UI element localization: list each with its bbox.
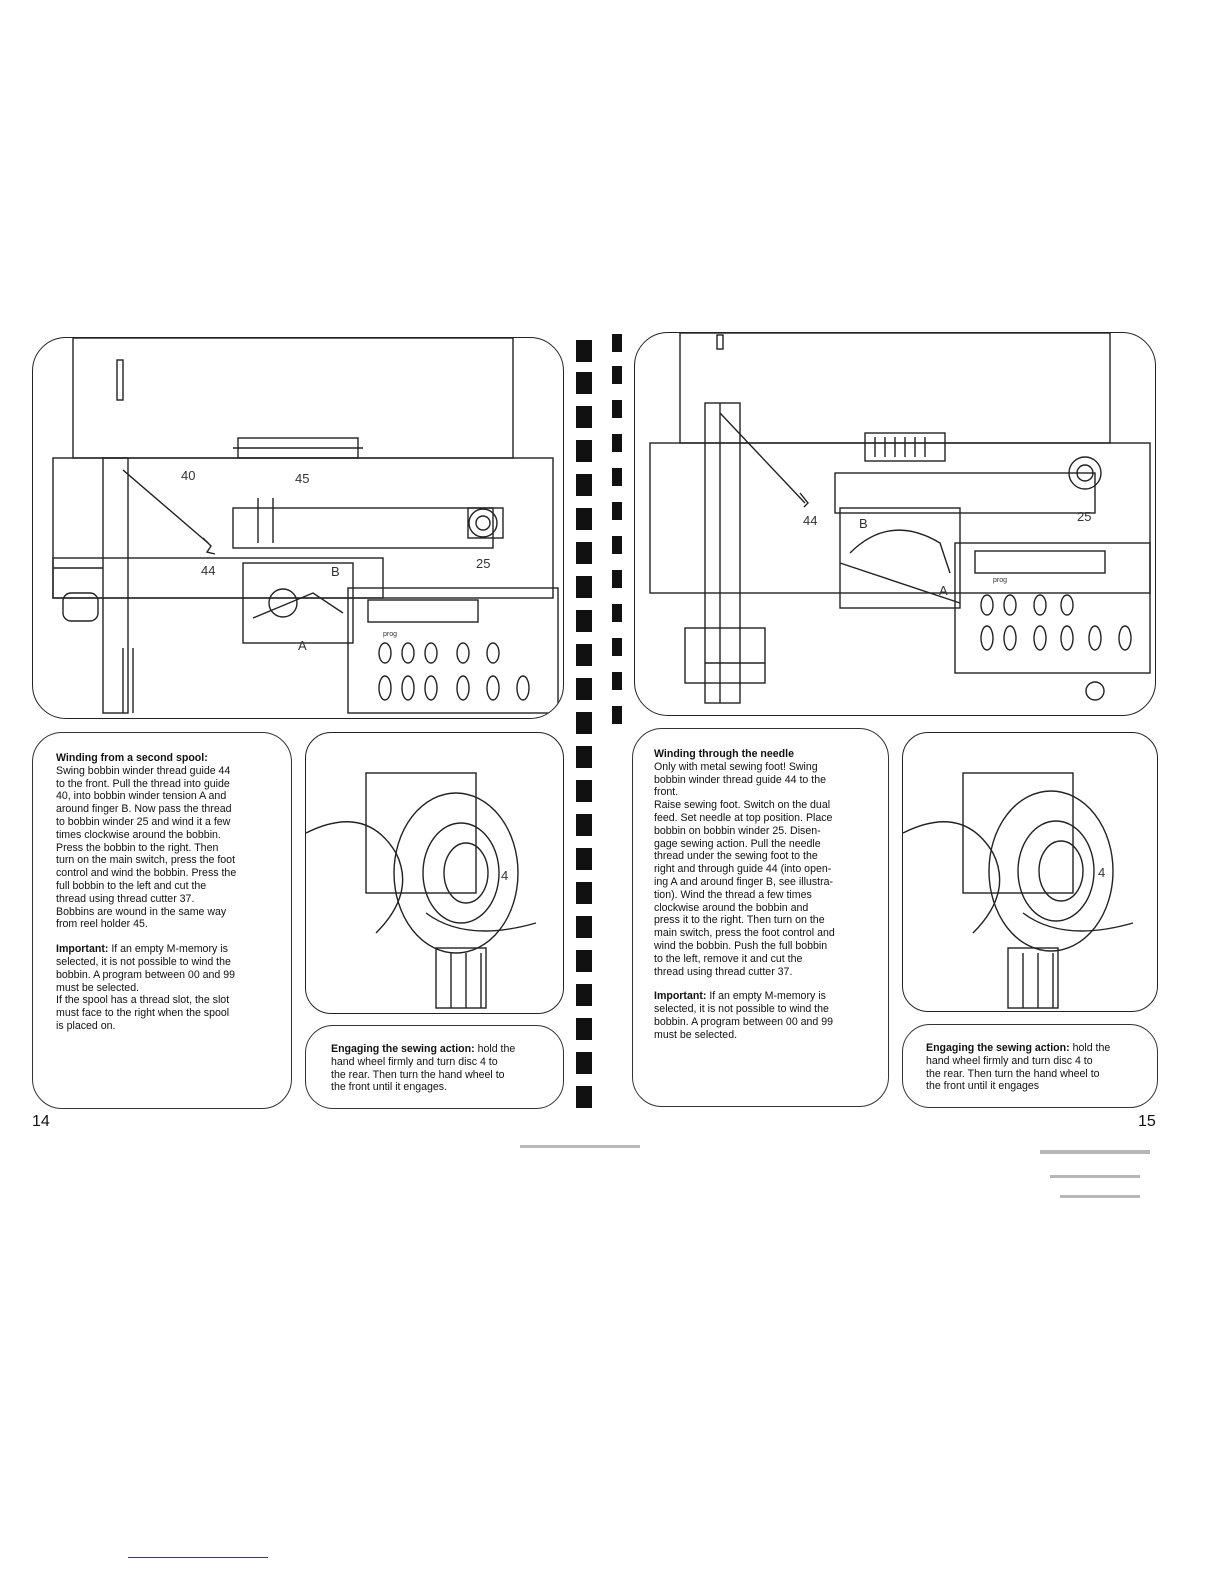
label-disc-4: 4 <box>501 868 509 883</box>
winding-through-needle-title: Winding through the needle <box>654 748 794 760</box>
left-handwheel-drawing <box>306 772 537 1009</box>
label-thread-guide-44: 44 <box>201 563 216 578</box>
spiral-binding <box>572 330 632 1130</box>
right-machine-drawing <box>649 333 1151 704</box>
label-prog: prog <box>383 631 398 638</box>
left-machine-drawing <box>52 338 559 714</box>
right-engage-caption: Engaging the sewing action: hold the han… <box>926 1042 1146 1093</box>
winding-through-needle-body: Only with metal sewing foot! Swing bobbi… <box>654 760 835 978</box>
winding-second-spool-title: Winding from a second spool: <box>56 752 208 764</box>
page-number-right: 15 <box>1138 1113 1156 1130</box>
label-finger-b: B <box>331 564 340 579</box>
winding-second-spool-body: Swing bobbin winder thread guide 44 to t… <box>56 764 237 931</box>
label-right-disc-4: 4 <box>1098 865 1106 880</box>
left-important-body: If an empty M-memory is selected, it is … <box>56 943 236 1032</box>
label-right-tension-a: A <box>939 583 948 598</box>
right-important-label: Important: <box>654 990 707 1003</box>
label-right-winder-25: 25 <box>1077 509 1092 524</box>
label-right-prog: prog <box>993 577 1008 584</box>
left-instructions: Winding from a second spool: Swing bobbi… <box>56 752 286 1045</box>
right-important-body: If an empty M-memory is selected, it is … <box>654 990 834 1041</box>
right-engage-label: Engaging the sewing action: <box>926 1042 1070 1054</box>
label-winder-25: 25 <box>476 556 491 571</box>
left-caption-panel <box>305 1025 564 1109</box>
label-right-thread-guide-44: 44 <box>803 513 818 528</box>
label-guide-40: 40 <box>181 468 196 483</box>
label-reel-holder-45: 45 <box>295 471 310 486</box>
label-right-finger-b: B <box>859 516 868 531</box>
right-engage-body: hold the hand wheel firmly and turn disc… <box>926 1042 1111 1093</box>
right-machine-illustration: 44 B A 25 prog <box>634 332 1156 716</box>
right-instructions: Winding through the needle Only with met… <box>654 748 882 1054</box>
left-engage-label: Engaging the sewing action: <box>331 1043 475 1055</box>
left-engage-caption: Engaging the sewing action: hold the han… <box>331 1043 551 1094</box>
scan-underline <box>128 1557 268 1558</box>
left-engage-body: hold the hand wheel firmly and turn disc… <box>331 1043 516 1094</box>
right-caption-panel <box>902 1024 1158 1108</box>
right-instructions-panel <box>632 728 889 1107</box>
left-important-label: Important: <box>56 943 109 956</box>
left-instructions-panel <box>32 732 292 1109</box>
right-handwheel-illustration: 4 <box>902 732 1158 1012</box>
left-handwheel-illustration: 4 <box>305 732 564 1014</box>
label-tension-a: A <box>298 638 307 653</box>
right-handwheel-drawing <box>903 772 1134 1009</box>
left-machine-illustration: 40 45 25 44 B A prog <box>32 337 564 719</box>
page-number-left: 14 <box>32 1113 50 1130</box>
